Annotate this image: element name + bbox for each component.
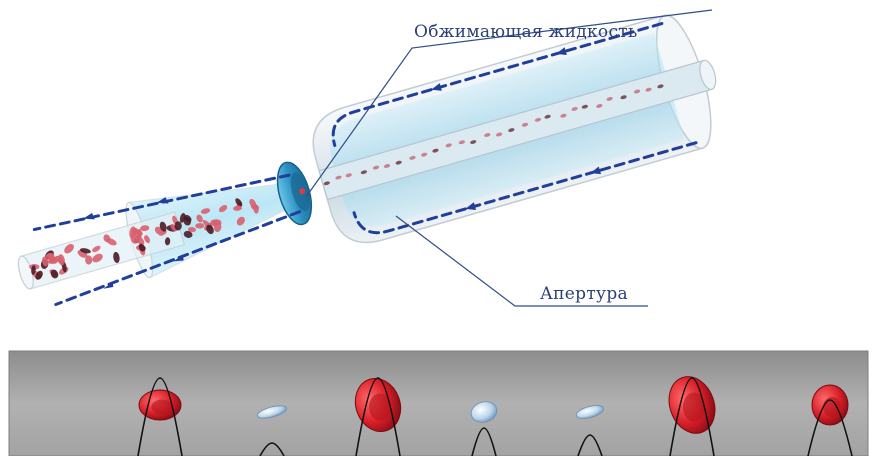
outlet-capillary (15, 212, 184, 290)
aperture-label: Апертура (540, 284, 628, 304)
sheath-fluid-label: Обжимающая жидкость (414, 22, 638, 42)
pulse-panel (9, 351, 868, 456)
outer-tube (304, 7, 733, 252)
